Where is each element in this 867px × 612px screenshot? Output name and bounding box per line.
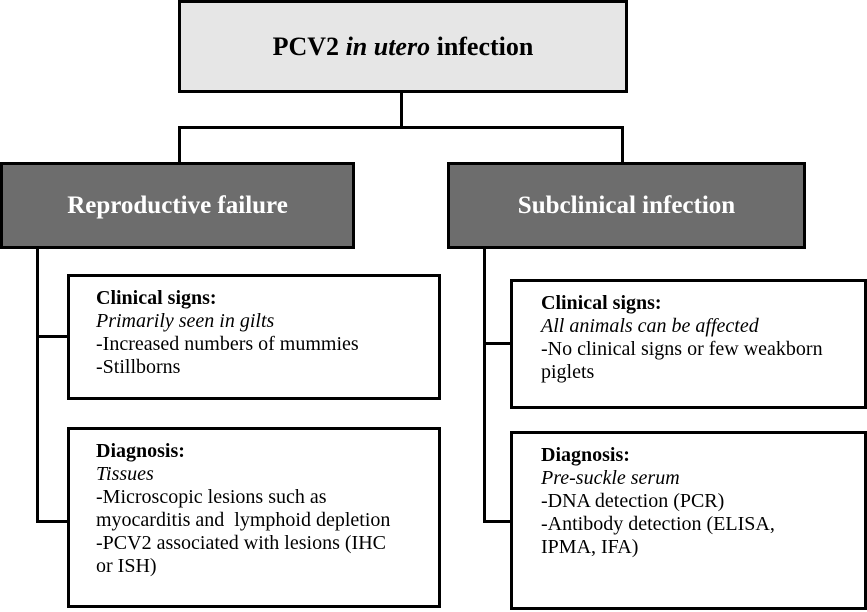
detail-line: -Increased numbers of mummies <box>96 333 359 355</box>
detail-heading: Clinical signs: <box>96 287 217 309</box>
detail-line: -DNA detection (PCR) <box>541 490 725 512</box>
detail-line: -Stillborns <box>96 356 181 378</box>
detail-subheading: Primarily seen in gilts <box>96 310 275 332</box>
detail-line: piglets <box>541 361 595 383</box>
branch-title: Subclinical infection <box>517 191 736 219</box>
connector-right-to-diagnosis <box>483 520 512 523</box>
root-title: PCV2 in utero infection <box>272 31 534 61</box>
detail-line: IPMA, IFA) <box>541 536 639 558</box>
connector-right-to-clinical <box>483 342 512 345</box>
root-node: PCV2 in utero infection <box>178 0 628 93</box>
connector-right-down <box>621 126 624 164</box>
connector-left-to-clinical <box>36 335 69 338</box>
detail-subheading: Tissues <box>96 463 154 485</box>
subclinical-diagnosis-box: Diagnosis: Pre-suckle serum -DNA detecti… <box>510 431 867 610</box>
detail-line: myocarditis and lymphoid depletion <box>96 509 391 531</box>
detail-heading: Clinical signs: <box>541 292 662 314</box>
branch-reproductive-failure: Reproductive failure <box>0 162 355 249</box>
reproductive-diagnosis-box: Diagnosis: Tissues -Microscopic lesions … <box>67 427 441 608</box>
connector-root-down <box>400 92 403 128</box>
connector-horizontal <box>178 126 624 129</box>
detail-line: or ISH) <box>96 555 157 577</box>
branch-subclinical-infection: Subclinical infection <box>447 162 806 249</box>
branch-title: Reproductive failure <box>67 191 288 219</box>
detail-heading: Diagnosis: <box>96 440 185 462</box>
connector-right-spine <box>483 247 486 523</box>
detail-line: -Microscopic lesions such as <box>96 486 327 508</box>
connector-left-down <box>178 126 181 164</box>
detail-line: -No clinical signs or few weakborn <box>541 338 823 360</box>
connector-left-spine <box>36 247 39 523</box>
connector-left-to-diagnosis <box>36 520 69 523</box>
detail-line: -PCV2 associated with lesions (IHC <box>96 532 386 554</box>
detail-subheading: All animals can be affected <box>541 315 759 337</box>
detail-line: -Antibody detection (ELISA, <box>541 513 775 535</box>
subclinical-clinical-signs-box: Clinical signs: All animals can be affec… <box>510 279 867 409</box>
reproductive-clinical-signs-box: Clinical signs: Primarily seen in gilts … <box>67 274 441 400</box>
detail-subheading: Pre-suckle serum <box>541 467 680 489</box>
detail-heading: Diagnosis: <box>541 444 630 466</box>
